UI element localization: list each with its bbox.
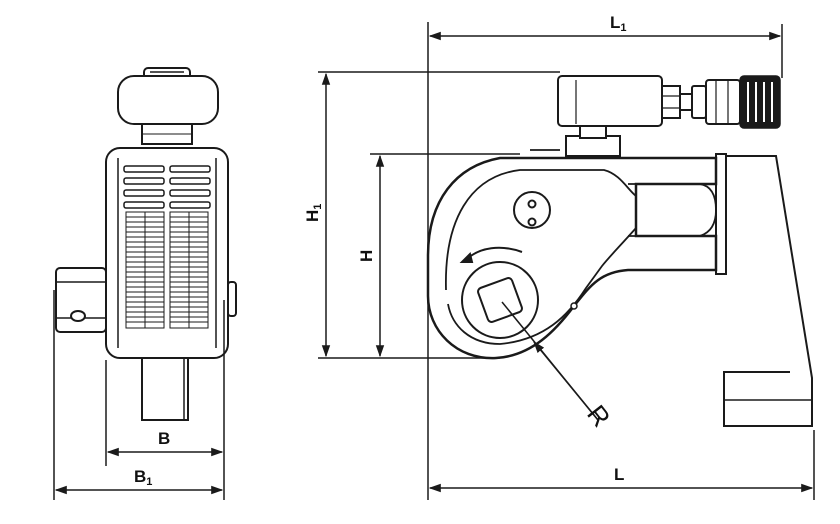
right-lug <box>227 281 237 317</box>
dim-l-label: L <box>614 465 624 484</box>
quick-coupler <box>739 75 781 129</box>
hydraulic-fitting <box>557 75 741 157</box>
reaction-arm <box>715 153 813 427</box>
square-drive <box>461 261 539 339</box>
side-view-dimensions <box>318 22 815 500</box>
dim-h1-label: H1 <box>303 204 324 222</box>
side-body-inner <box>445 149 717 345</box>
dim-l1-label: L1 <box>610 13 627 34</box>
ratchet-teeth <box>125 211 209 329</box>
front-view-dimensions <box>53 290 225 500</box>
pivot-pin <box>513 191 551 229</box>
ratchet-slots <box>123 165 211 209</box>
dim-b1-label: B1 <box>134 467 152 488</box>
drive-hole <box>70 310 86 322</box>
dim-b-label: B <box>158 429 170 448</box>
drive-square-bottom <box>141 357 189 421</box>
dim-h-label: H <box>357 250 376 262</box>
swivel-knob <box>117 75 219 125</box>
dim-r-label: R <box>581 399 616 432</box>
rotation-arrow <box>459 246 523 263</box>
drive-square-left <box>55 267 107 333</box>
